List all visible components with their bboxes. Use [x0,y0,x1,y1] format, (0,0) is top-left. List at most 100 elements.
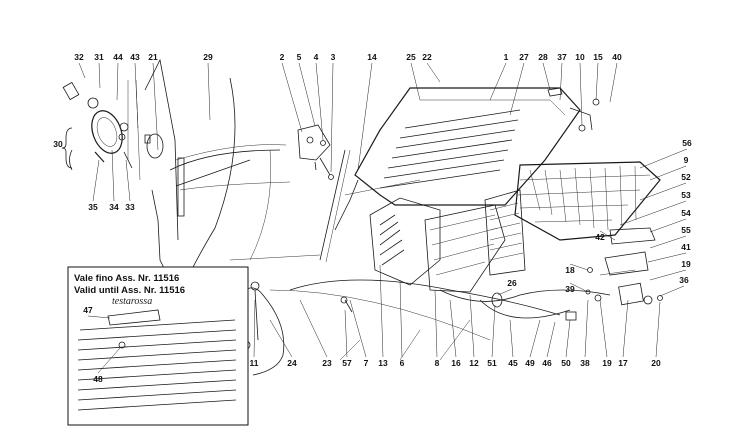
callout-16: 16 [451,358,461,368]
callout-47: 47 [83,305,93,315]
leader-48 [97,347,121,374]
leader-9 [649,165,687,181]
callout-8: 8 [435,358,440,368]
leader-23 [299,299,328,358]
leader-12 [469,294,475,358]
leader-13 [379,264,384,358]
mesh-panel [514,161,661,241]
leader-37 [559,62,563,101]
callout-44: 44 [113,52,123,62]
callout-36: 36 [679,275,689,285]
leader-41 [647,252,687,263]
leader-4 [315,62,324,141]
callout-3: 3 [331,52,336,62]
callout-17: 17 [618,358,628,368]
leader-27 [509,62,525,116]
leader-35 [92,159,100,202]
callout-50: 50 [561,358,571,368]
leader-53 [619,200,687,226]
leader-3 [330,62,334,173]
callout-45: 45 [508,358,518,368]
group-bracket-30 [61,127,73,169]
leader-7 [349,299,367,358]
callout-32: 32 [74,52,84,62]
leader-51 [491,304,496,358]
callout-22: 22 [422,52,432,62]
leader-10 [579,62,583,126]
leader-49 [529,319,541,358]
leader-21 [152,62,159,151]
inset-line-it: Vale fino Ass. Nr. 11516 [74,273,179,284]
callout-12: 12 [469,358,479,368]
callout-42: 42 [595,232,605,242]
callout-4: 4 [314,52,319,62]
engine-lid [319,87,581,263]
callout-25: 25 [406,52,416,62]
hinge-bracket [297,124,334,180]
grille-panel [369,189,526,293]
leader-28 [542,62,551,91]
leader-19 [649,269,687,281]
callout-19: 19 [602,358,612,368]
callout-21: 21 [148,52,158,62]
leader-14 [357,62,373,171]
leader-5 [298,62,316,127]
testarossa-badge: testarossa [112,296,152,307]
leader-55 [649,235,687,249]
callout-30: 30 [53,139,63,149]
callout-55: 55 [681,225,691,235]
leader-47 [87,315,111,319]
leader-lines [61,62,688,374]
inset-panel: Vale fino Ass. Nr. 11516 Valid until Ass… [67,266,249,426]
leader-6 [399,279,403,358]
callout-28: 28 [538,52,548,62]
leader-1 [489,62,507,101]
callout-15: 15 [593,52,603,62]
callout-27: 27 [519,52,529,62]
callout-49: 49 [525,358,535,368]
leader-26 [497,288,513,296]
leader-38 [584,299,589,358]
leader-40 [609,62,618,103]
leader-39 [569,282,589,293]
callout-29: 29 [203,52,213,62]
leader-29 [207,62,211,121]
callout-54: 54 [681,208,691,218]
callout-33: 33 [125,202,135,212]
callout-26: 26 [507,278,517,288]
leader-19 [599,299,608,358]
leader-56 [639,148,688,169]
callout-40: 40 [612,52,622,62]
leader-15 [595,62,599,101]
callout-57: 57 [342,358,352,368]
leader-57 [344,309,348,358]
callout-13: 13 [378,358,388,368]
callout-14: 14 [367,52,377,62]
callout-38: 38 [580,358,590,368]
callout-23: 23 [322,358,332,368]
inset-line-en: Valid until Ass. Nr. 11516 [74,285,185,296]
callout-39: 39 [565,284,575,294]
callout-56: 56 [682,138,692,148]
leader-52 [639,182,687,201]
callout-2: 2 [280,52,285,62]
leader-2 [281,62,303,133]
leader-46 [546,321,556,358]
callout-5: 5 [297,52,302,62]
callout-48: 48 [93,374,103,384]
callout-53: 53 [681,190,691,200]
leader-33 [125,159,131,202]
leader-50 [565,319,571,358]
leader-22 [426,62,441,83]
callout-41: 41 [681,242,691,252]
leader-36 [659,285,685,297]
leader-8 [434,289,438,358]
leader-11 [253,299,256,358]
callout-19: 19 [681,259,691,269]
leader-43 [134,62,139,129]
callout-31: 31 [94,52,104,62]
release-cable [204,279,611,376]
lock-assembly [62,81,164,171]
callout-1: 1 [504,52,509,62]
